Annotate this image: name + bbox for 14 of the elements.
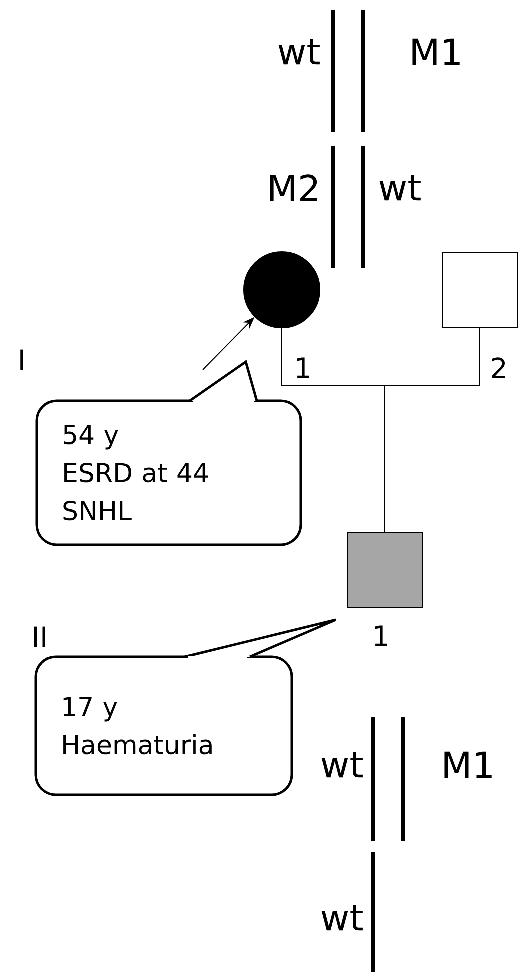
individual-number: 2	[492, 358, 506, 378]
allele-label: wt	[322, 905, 363, 931]
individual-number: 1	[375, 626, 388, 646]
allele-label: wt	[380, 175, 421, 201]
generation-label: I	[20, 350, 24, 370]
allele-label: M1	[444, 752, 492, 778]
descent-line	[384, 328, 480, 532]
generation-label: II	[34, 626, 46, 648]
male-square	[347, 532, 423, 608]
allele-label: M2	[270, 174, 318, 202]
female-circle	[244, 252, 320, 328]
male-square	[442, 252, 518, 328]
allele-label: M1	[412, 38, 460, 66]
allele-label: wt	[278, 39, 320, 65]
